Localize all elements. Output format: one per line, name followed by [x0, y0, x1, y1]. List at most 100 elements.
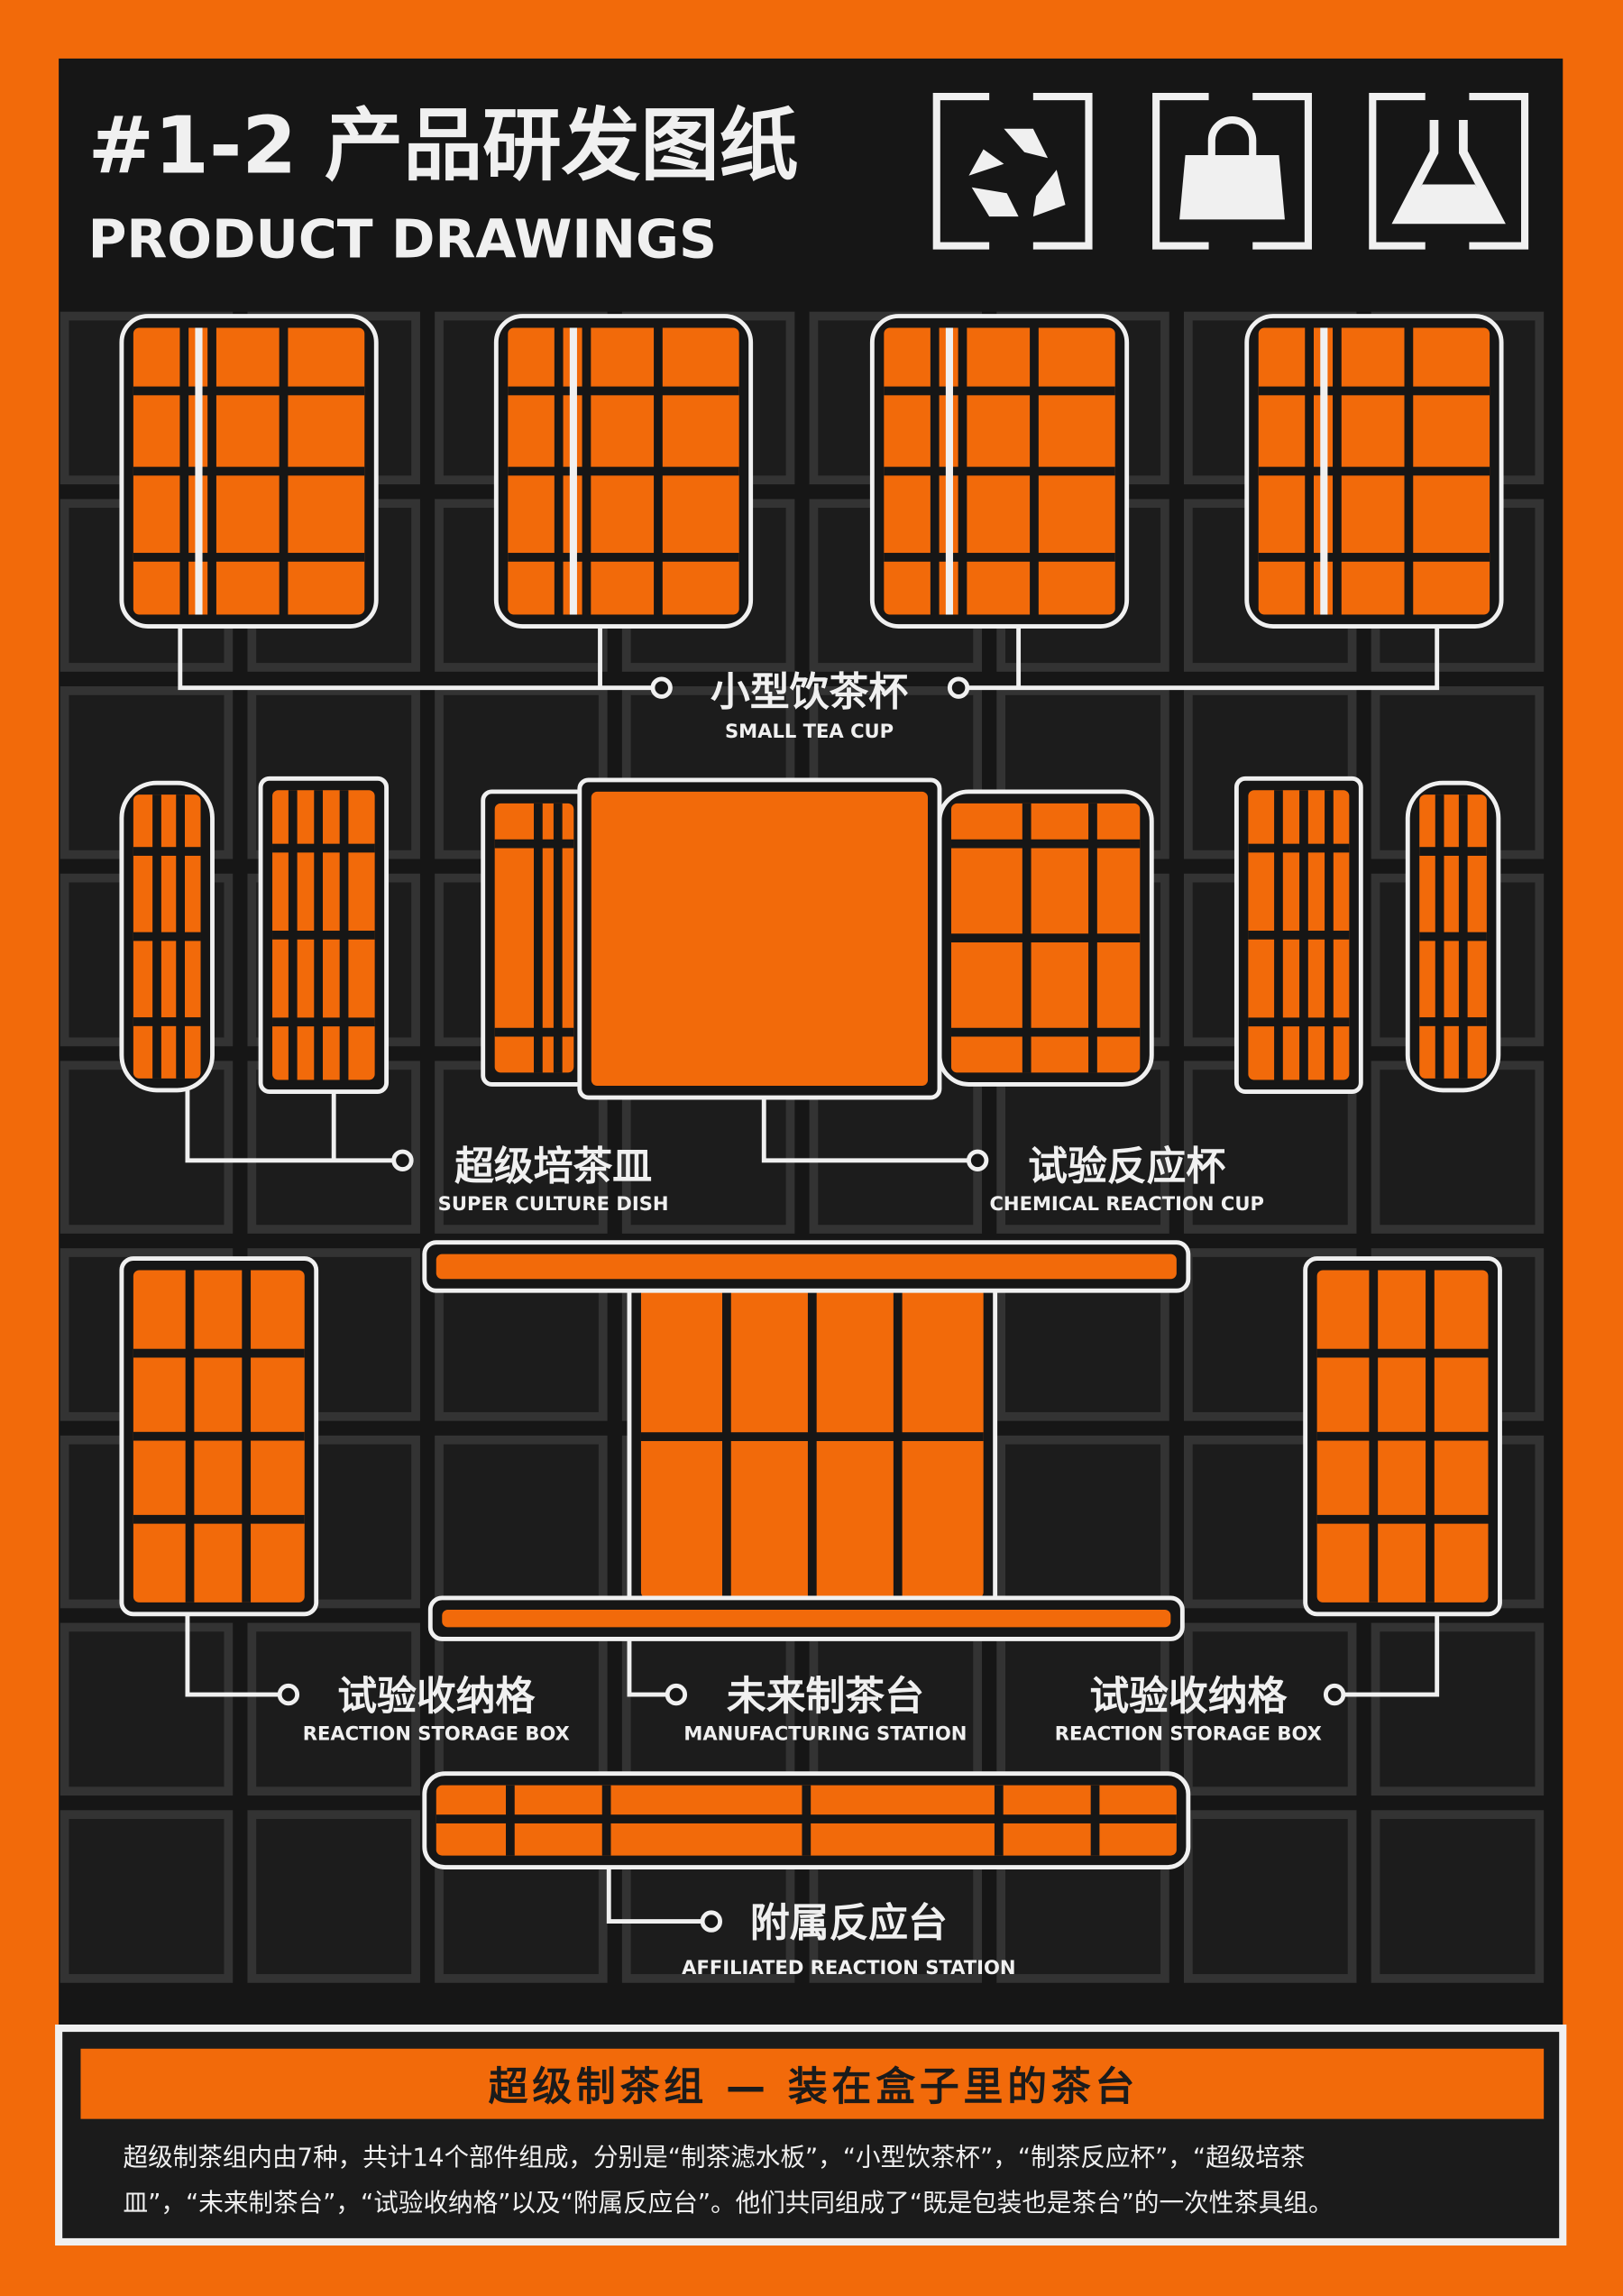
small-tea-cup: [119, 314, 379, 629]
label-affiliated-station: 附属反应台 AFFILIATED REACTION STATION: [682, 1900, 1015, 1979]
part-grid-line: [1316, 1348, 1489, 1358]
part-white-bar: [1320, 327, 1328, 615]
background-tile: [1183, 1622, 1357, 1796]
connector-dot: [947, 676, 970, 699]
bag-body: [1179, 155, 1285, 220]
part-white-bar: [569, 327, 577, 615]
part-grid-line: [272, 1017, 375, 1027]
part-grid-line: [950, 933, 1141, 943]
part-fill: [436, 1254, 1177, 1280]
background-tile: [1371, 1061, 1545, 1234]
part-grid-line: [884, 466, 1115, 476]
culture-dish-part: [258, 776, 390, 1094]
part-fill: [442, 1609, 1171, 1628]
footer-line-2: 皿”，“未来制茶台”，“试验收纳格”以及“附属反应台”。他们共同组成了“既是包装…: [124, 2188, 1334, 2218]
label-cn: 超级培茶皿: [454, 1143, 652, 1189]
icon-frame: [1369, 93, 1529, 250]
part-fill: [591, 791, 929, 1087]
connector-line: [178, 626, 653, 691]
part-grid-line: [1316, 1431, 1489, 1441]
part-grid-line: [133, 386, 365, 396]
connector-line: [761, 1097, 969, 1163]
footer-box: 超级制茶组 — 装在盒子里的茶台 超级制茶组内由7种，共计14个部件组成，分别是…: [55, 2024, 1567, 2246]
part-grid-line: [1258, 466, 1490, 476]
storage-box-left: [119, 1256, 319, 1617]
part-grid-line: [1419, 932, 1487, 941]
connector-dot: [1323, 1683, 1346, 1706]
part-grid-line: [494, 1027, 574, 1037]
part-grid-line: [950, 839, 1141, 849]
label-storage-box-right: 试验收纳格 REACTION STORAGE BOX: [1055, 1673, 1322, 1744]
flask-liquid: [1398, 184, 1499, 223]
manufacturing-station-bottom: [427, 1595, 1185, 1641]
label-cn: 未来制茶台: [727, 1673, 924, 1719]
part-grid-line: [133, 1017, 201, 1026]
background-tile: [247, 1622, 420, 1796]
part-grid-line: [884, 553, 1115, 562]
small-tea-cup: [493, 314, 754, 629]
background-tile: [1371, 1622, 1545, 1796]
part-grid-line: [893, 1287, 903, 1598]
label-storage-box-left: 试验收纳格 REACTION STORAGE BOX: [303, 1673, 570, 1744]
part-grid-line: [1258, 386, 1490, 396]
part-grid-line: [553, 803, 563, 1073]
product-drawings: [119, 314, 1504, 1869]
culture-dish-side: [1405, 780, 1501, 1093]
flask-icon: [1369, 93, 1529, 250]
footer-heading: 超级制茶组 — 装在盒子里的茶台: [489, 2064, 1140, 2110]
label-en: REACTION STORAGE BOX: [303, 1722, 570, 1744]
part-grid-line: [133, 932, 201, 941]
recycle-arrows: [968, 128, 1066, 217]
background-tile: [60, 1061, 234, 1234]
part-grid-line: [133, 1514, 305, 1524]
label-cn: 试验收纳格: [1089, 1673, 1288, 1719]
small-tea-cup: [1244, 314, 1504, 629]
small-tea-cup: [869, 314, 1130, 629]
handbag-icon: [1152, 93, 1312, 250]
label-en: SUPER CULTURE DISH: [438, 1192, 669, 1215]
part-grid-line: [508, 466, 739, 476]
header-icons: [932, 93, 1529, 250]
label-en: AFFILIATED REACTION STATION: [682, 1956, 1015, 1979]
connector-line: [606, 1867, 703, 1924]
connector-dot: [967, 1149, 989, 1171]
connector-line: [1343, 1613, 1440, 1697]
part-grid-line: [133, 553, 365, 562]
label-small-tea-cup: 小型饮茶杯 SMALL TEA CUP: [711, 669, 908, 742]
background-tile: [1371, 1810, 1545, 1983]
part-grid-line: [640, 1432, 984, 1441]
reaction-cup-part: [1233, 776, 1363, 1094]
reaction-cup-body: [577, 777, 942, 1100]
background-tile: [1183, 1810, 1357, 1983]
connectors: [178, 626, 1440, 1933]
label-cn: 附属反应台: [750, 1900, 948, 1946]
label-en: CHEMICAL REACTION CUP: [989, 1192, 1263, 1215]
connector-line: [185, 1613, 280, 1697]
label-cn: 小型饮茶杯: [711, 669, 908, 715]
footer-line-1: 超级制茶组内由7种，共计14个部件组成，分别是“制茶滤水板”，“小型饮茶杯”，“…: [124, 2143, 1306, 2172]
icon-frame: [932, 93, 1093, 250]
connector-line: [967, 626, 1440, 691]
reaction-cup-flap-left: [481, 789, 588, 1087]
part-white-bar: [195, 327, 203, 615]
label-en: SMALL TEA CUP: [725, 720, 894, 742]
part-grid-line: [133, 1348, 305, 1358]
connector-line: [185, 1089, 394, 1163]
connector-line: [627, 1639, 668, 1697]
part-grid-line: [272, 931, 375, 940]
part-grid-line: [1248, 931, 1350, 940]
part-grid-line: [494, 839, 574, 849]
background-tile: [247, 1810, 420, 1983]
part-grid-line: [1258, 553, 1490, 562]
label-cn: 试验反应杯: [1028, 1143, 1225, 1189]
part-grid-line: [1419, 1017, 1487, 1026]
footer-heading-bar: [80, 2048, 1545, 2119]
part-grid-line: [133, 466, 365, 476]
label-super-culture-dish: 超级培茶皿 SUPER CULTURE DISH: [438, 1143, 669, 1215]
part-grid-line: [1316, 1514, 1489, 1524]
part-grid-line: [436, 1814, 1177, 1823]
part-grid-line: [722, 1287, 731, 1598]
reaction-cup-flap-right: [937, 789, 1154, 1087]
page-subtitle: PRODUCT DRAWINGS: [88, 209, 717, 271]
part-grid-line: [272, 843, 375, 853]
